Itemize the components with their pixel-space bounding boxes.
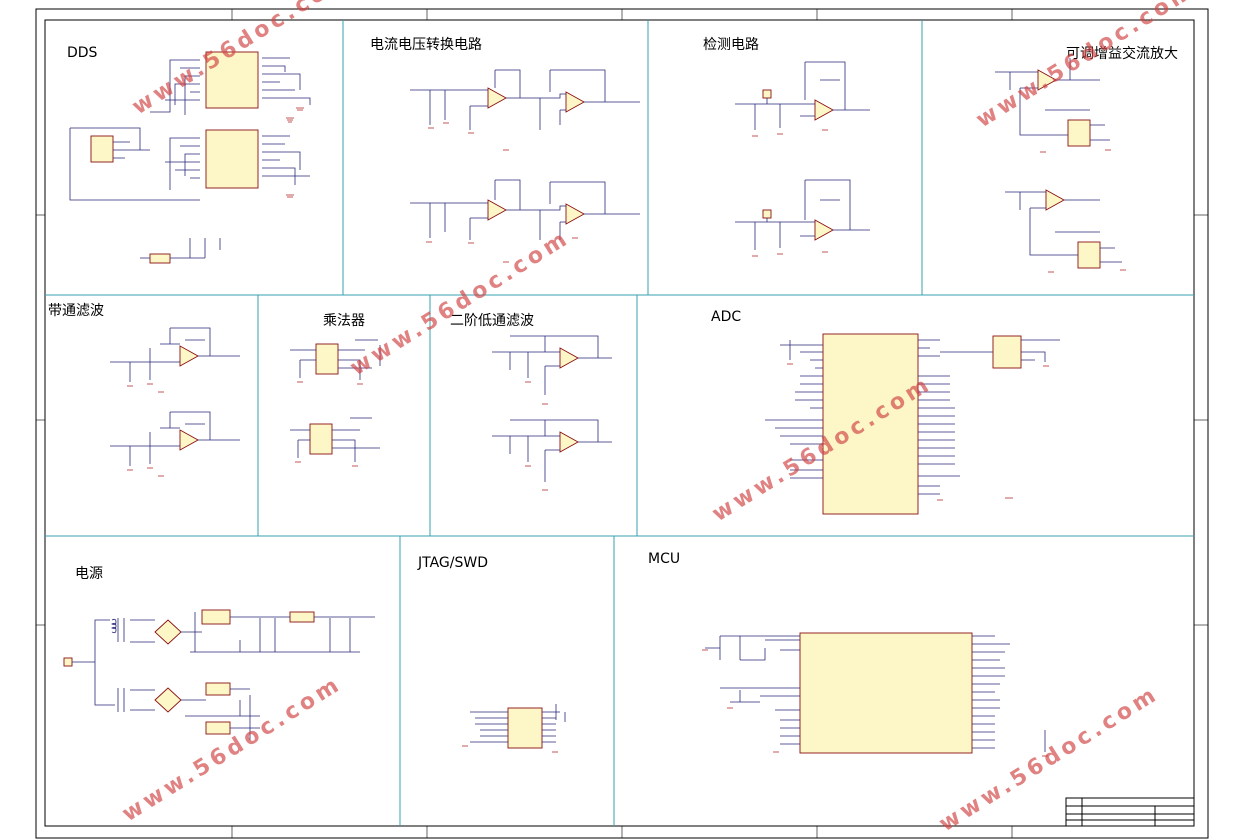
header-1 [762, 89, 772, 99]
adc-chip [822, 333, 919, 515]
watermark-3: www.56doc.com [346, 225, 575, 381]
bridge-rectifier-1 [154, 619, 182, 645]
opamp-iv-1 [487, 87, 507, 109]
section-title-mult: 乘法器 [323, 313, 365, 329]
section-title-amp: 可调增益交流放大 [1066, 45, 1178, 62]
opamp-det-1 [814, 99, 834, 121]
sheet-frame [35, 8, 1209, 839]
opamp-amp-1 [1037, 69, 1057, 91]
dds-chip-1 [205, 51, 259, 109]
mcu-chip [799, 632, 973, 754]
power-circuit [63, 609, 375, 740]
opamp-iv-3 [487, 199, 507, 221]
section-title-adc: ADC [711, 309, 741, 325]
opamp-lpf-1 [559, 347, 579, 369]
mcu-circuit [702, 632, 1048, 757]
opamp-iv-4 [565, 203, 585, 225]
iv-circuit [410, 69, 640, 263]
regulator-dds [149, 253, 171, 264]
bpf-circuit [110, 327, 240, 477]
title-block [1065, 797, 1195, 827]
header-2 [762, 209, 772, 219]
detect-circuit [735, 61, 870, 257]
adc-circuit [765, 333, 1060, 515]
dds-circuit [69, 51, 311, 264]
opamp-iv-2 [565, 91, 585, 113]
section-title-jtag: JTAG/SWD [417, 555, 488, 571]
section-title-power: 电源 [75, 566, 103, 582]
mult-circuit [290, 339, 381, 467]
amp-circuit [995, 58, 1126, 273]
regulator-1 [201, 609, 231, 625]
jtag-circuit [462, 704, 566, 753]
section-grid [45, 20, 1194, 826]
multiplier-chip-1 [315, 343, 339, 375]
pga-chip-1 [1067, 119, 1091, 147]
watermark-5: www.56doc.com [118, 671, 347, 827]
bridge-rectifier-2 [154, 687, 182, 713]
section-title-bpf: 带通滤波 [48, 303, 104, 319]
section-title-iv: 电流电压转换电路 [370, 36, 482, 53]
regulator-3 [205, 682, 231, 696]
regulator-4 [205, 721, 231, 735]
regulator-2 [289, 611, 315, 623]
section-title-detect: 检测电路 [703, 37, 759, 53]
oscillator [90, 135, 114, 163]
opamp-amp-2 [1045, 189, 1065, 211]
watermarks: www.56doc.com www.56doc.com www.56doc.co… [118, 0, 1201, 837]
pga-chip-2 [1077, 241, 1101, 269]
opamp-bpf-1 [179, 345, 199, 367]
opamp-bpf-2 [179, 429, 199, 451]
section-title-dds: DDS [67, 45, 98, 61]
section-title-mcu: MCU [648, 551, 680, 567]
adc-reference [992, 335, 1022, 369]
jtag-connector [507, 707, 543, 749]
dds-chip-2 [205, 129, 259, 189]
opamp-lpf-2 [559, 431, 579, 453]
lpf-circuit [492, 335, 612, 491]
opamp-det-2 [814, 219, 834, 241]
multiplier-chip-2 [309, 423, 333, 455]
power-connector [63, 657, 73, 667]
section-title-lpf: 二阶低通滤波 [450, 313, 534, 329]
